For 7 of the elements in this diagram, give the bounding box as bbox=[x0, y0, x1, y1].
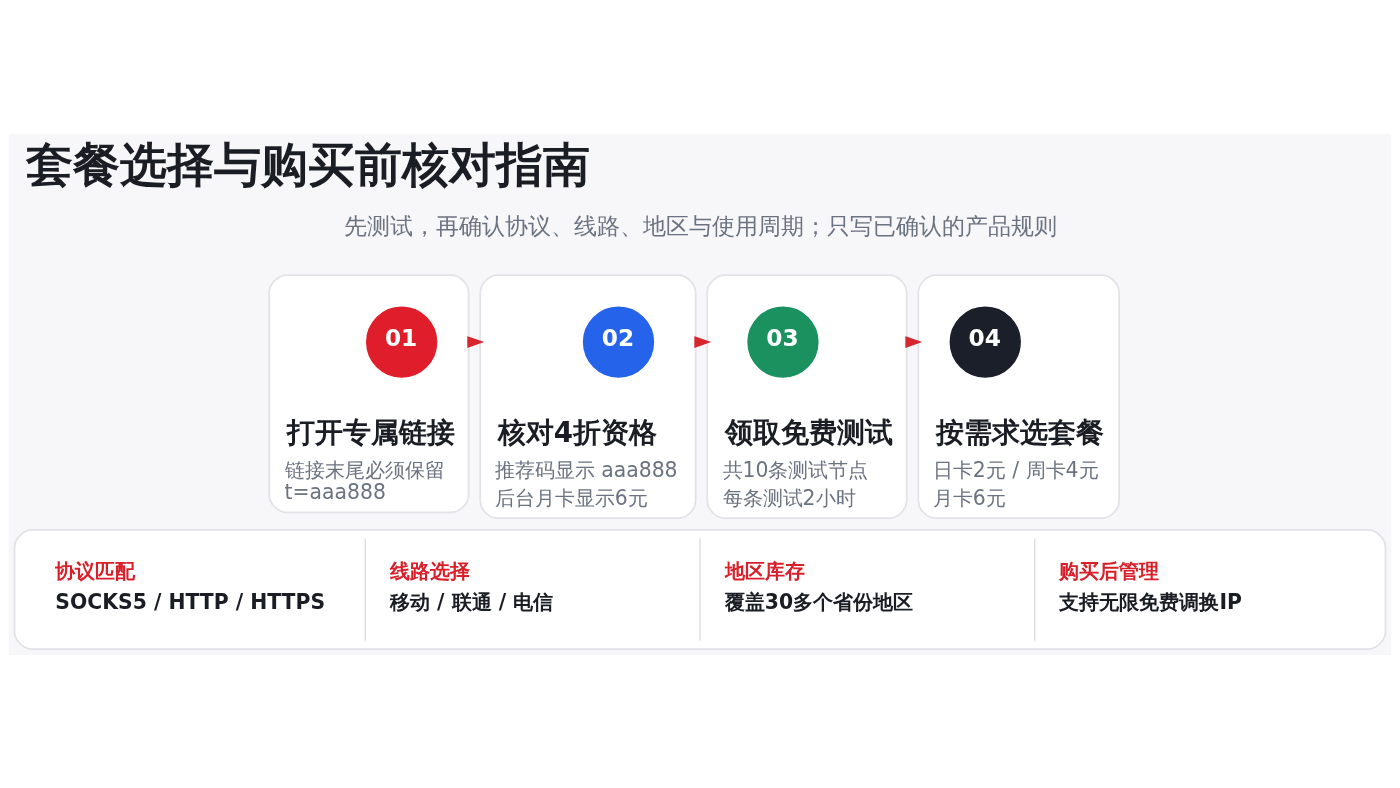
diagram-title: 套餐选择与购买前核对指南 bbox=[26, 137, 591, 192]
node-circle: 03 bbox=[747, 305, 819, 378]
node-circle: 01 bbox=[366, 305, 438, 378]
node-circle: 02 bbox=[582, 305, 655, 378]
node-circle: 04 bbox=[949, 305, 1021, 378]
label: 先测试，再确认协议、线路、地区与使用周期；只写已确认的产品规则 bbox=[344, 211, 1058, 239]
node-box: 协议匹配 SOCKS5 / HTTP / HTTPS 线路选择 移动 / 联通 / 电信 地区库存 覆盖30多个省份地区 购买后管理 支持无限免费调换IP bbox=[13, 528, 1387, 650]
